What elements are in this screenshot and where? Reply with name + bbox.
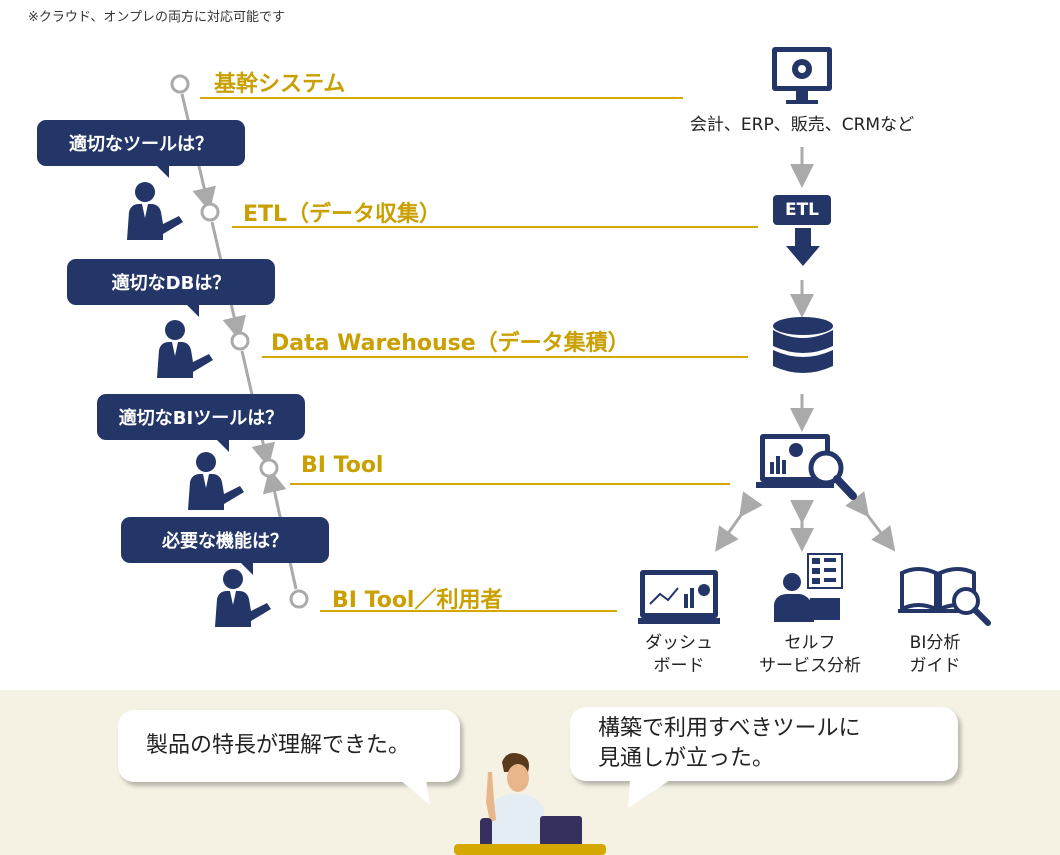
- stage-node: [200, 202, 220, 222]
- bubble-text: 見通しが立った。: [598, 746, 775, 771]
- output-label-bi-guide: BI分析ガイド: [880, 632, 990, 678]
- dashboard-icon: [638, 570, 720, 624]
- label-line: ガイド: [909, 656, 961, 676]
- etl-badge: ETL: [773, 195, 831, 225]
- question-bubble: 適切なDBは？: [67, 259, 275, 317]
- system-monitor-gear-icon: [772, 47, 832, 104]
- stage-label-etl: ETL（データ収集）: [243, 202, 442, 227]
- stage-label-dwh: Data Warehouse（データ集積）: [271, 331, 630, 356]
- speech-bubble-understood: 製品の特長が理解できた。: [118, 710, 460, 782]
- output-label-self-service: セルフサービス分析: [745, 632, 875, 678]
- stage-label-bi-tool: BI Tool: [301, 453, 384, 478]
- self-service-analysis-icon: [774, 553, 843, 622]
- divider: [200, 97, 683, 99]
- speech-bubble-outlook: 構築で利用すべきツールに見通しが立った。: [570, 707, 958, 781]
- stage-label-core-system: 基幹システム: [214, 72, 346, 97]
- person-icon: [157, 320, 213, 378]
- stage-node: [289, 589, 309, 609]
- bi-guide-book-icon: [898, 567, 991, 626]
- bi-analysis-magnifier-icon: [756, 434, 857, 500]
- person-icon: [127, 182, 183, 240]
- question-bubble: 適切なツールは？: [37, 120, 245, 178]
- divider: [290, 483, 730, 485]
- satisfied-person-illustration: [454, 753, 606, 855]
- bubble-text: 製品の特長が理解できた。: [146, 733, 411, 758]
- stage-node: [230, 331, 250, 351]
- bubble-tail: [628, 780, 670, 808]
- bubble-text: 構築で利用すべきツールに: [598, 716, 861, 741]
- note-text: ※クラウド、オンプレの両方に対応可能です: [28, 10, 285, 25]
- bubble-tail: [400, 780, 430, 805]
- output-label-dashboard: ダッシュボード: [620, 632, 738, 678]
- person-icon: [215, 569, 271, 627]
- label-line: サービス分析: [759, 656, 861, 676]
- stage-node: [170, 74, 190, 94]
- divider: [320, 610, 617, 612]
- label-line: ボード: [653, 656, 705, 676]
- question-bubble: 適切なBIツールは？: [97, 394, 305, 452]
- divider: [232, 226, 758, 228]
- stage-label-bi-user: BI Tool／利用者: [332, 588, 503, 613]
- presenter-icons: [127, 182, 271, 627]
- label-line: BI分析: [909, 633, 961, 653]
- database-icon: [773, 317, 833, 373]
- person-icon: [188, 452, 244, 510]
- source-systems-label: 会計、ERP、販売、CRMなど: [689, 115, 915, 135]
- down-arrow-icon: [786, 228, 820, 266]
- question-bubble: 必要な機能は？: [121, 517, 329, 575]
- stage-node: [259, 458, 279, 478]
- label-line: セルフ: [784, 633, 836, 653]
- label-line: ダッシュ: [645, 633, 713, 653]
- divider: [262, 356, 748, 358]
